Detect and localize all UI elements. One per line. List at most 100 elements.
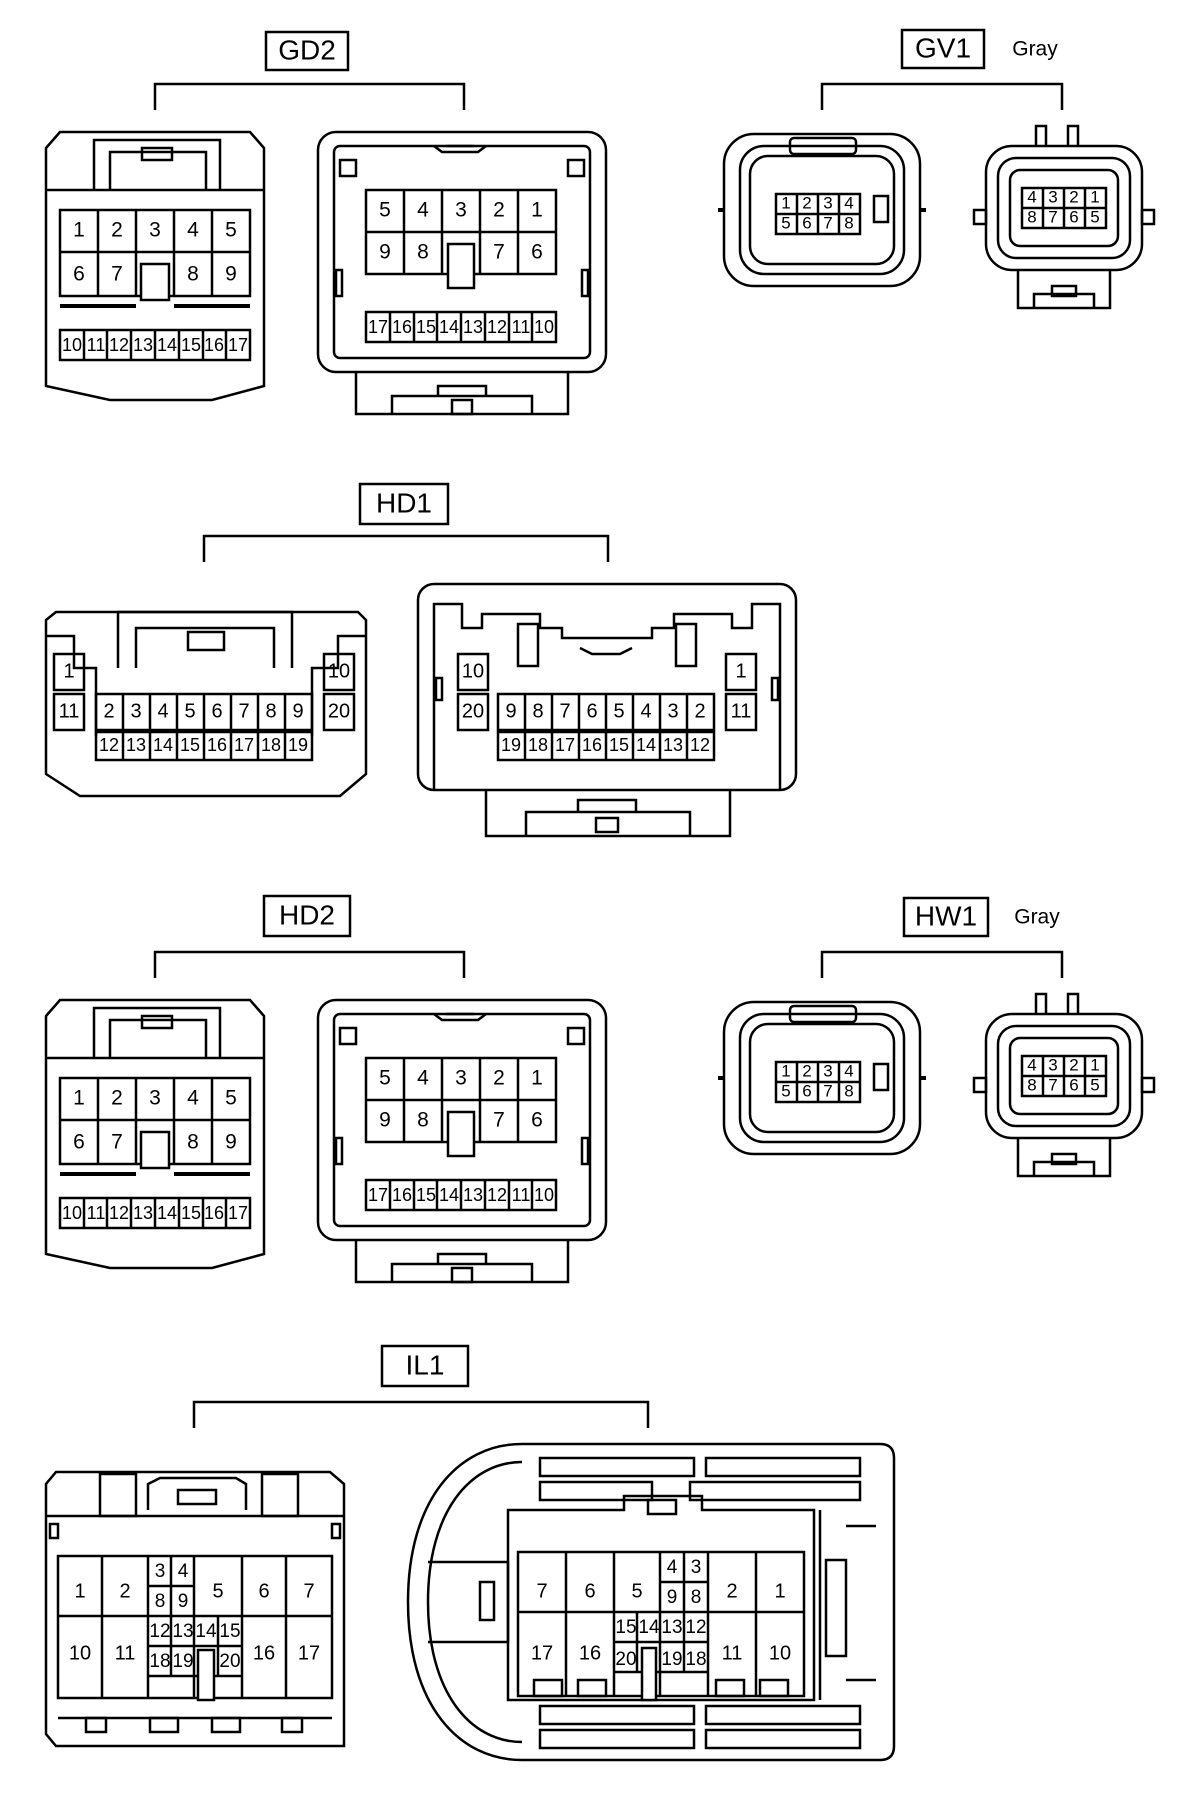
hd2-left-pin-label: 11 xyxy=(87,1203,106,1223)
gd2-right-pin-label: 6 xyxy=(531,241,543,264)
hd1-right-pin-label: 10 xyxy=(462,660,484,682)
hw1-left-pin-label: 8 xyxy=(844,1081,853,1100)
hd1-right-pin-label: 6 xyxy=(586,700,597,722)
hd1-title-box xyxy=(358,482,450,526)
gd2-right-pin-label: 13 xyxy=(463,317,483,337)
gv1-right-pin-label: 6 xyxy=(1069,207,1078,226)
gv1-left-pin-label: 7 xyxy=(823,213,832,232)
gd2-right-connector xyxy=(316,130,608,416)
gd2-right-pin-label: 7 xyxy=(493,241,505,264)
hd1-right-connector xyxy=(416,582,798,838)
hd1-left-pin-label: 10 xyxy=(328,660,350,682)
il1-right-pin-label: 10 xyxy=(769,1642,791,1664)
il1-right-pin-label: 14 xyxy=(638,1617,660,1638)
il1-left-pin-label: 12 xyxy=(149,1621,170,1642)
il1-right-pin-label: 3 xyxy=(691,1557,702,1578)
hd2-title: HD2 xyxy=(279,899,335,930)
hd2-right-pin-label: 12 xyxy=(487,1185,507,1205)
hd2-left-pin-label: 17 xyxy=(228,1203,248,1223)
gd2-left-pin-label: 7 xyxy=(111,263,123,286)
il1-left-pin-label: 1 xyxy=(74,1580,85,1602)
hd2-bracket xyxy=(153,950,466,978)
hd1-left-pin-label: 18 xyxy=(261,735,281,755)
hd1-right-pin-label: 14 xyxy=(636,735,656,755)
il1-left-pin-label: 7 xyxy=(303,1580,314,1602)
gd2-group xyxy=(44,30,608,416)
il1-right-pin-label: 15 xyxy=(615,1617,636,1638)
gv1-bracket xyxy=(820,82,1064,110)
gv1-right-pin-label: 2 xyxy=(1069,187,1078,206)
hw1-left-pin-label: 5 xyxy=(781,1081,790,1100)
gd2-right-pin-label: 8 xyxy=(417,241,429,264)
il1-right-pin-label: 18 xyxy=(685,1649,706,1670)
hd2-right-pin-label: 1 xyxy=(531,1067,543,1090)
gd2-title: GD2 xyxy=(278,34,336,65)
hd2-right-pin-label: 7 xyxy=(493,1109,505,1132)
hw1-left-pin-label: 7 xyxy=(823,1081,832,1100)
hw1-right-pin-label: 1 xyxy=(1090,1055,1099,1074)
hd1-left-pin-label: 7 xyxy=(238,700,249,722)
gd2-left-pin-label: 6 xyxy=(73,263,85,286)
gv1-title: GV1 xyxy=(915,32,971,63)
hd2-left-pin-label: 7 xyxy=(111,1131,123,1154)
hd1-left-pin-label: 17 xyxy=(234,735,254,755)
hd1-group xyxy=(44,482,798,838)
gv1-color-label: Gray xyxy=(1012,38,1058,61)
gd2-right-pin-label: 9 xyxy=(379,241,391,264)
hd1-right-pin-label: 17 xyxy=(555,735,575,755)
il1-left-pin-label: 9 xyxy=(178,1591,189,1612)
gd2-right-pin-label: 11 xyxy=(512,317,531,337)
hd2-left-pin-label: 12 xyxy=(109,1203,129,1223)
hd2-left-pin-label: 13 xyxy=(133,1203,153,1223)
gd2-right-pin-label: 12 xyxy=(487,317,507,337)
hd1-right-pin-label: 18 xyxy=(528,735,548,755)
hd1-right-pin-label: 7 xyxy=(559,700,570,722)
il1-left-pin-label: 17 xyxy=(298,1642,320,1664)
hd1-left-pin-label: 4 xyxy=(157,700,168,722)
hd1-right-pin-label: 1 xyxy=(735,660,746,682)
hd1-right-pin-label: 13 xyxy=(663,735,683,755)
il1-right-connector xyxy=(406,1442,896,1762)
hd2-group xyxy=(44,894,608,1284)
hd1-left-pin-label: 14 xyxy=(153,735,173,755)
il1-left-pin-label: 18 xyxy=(149,1651,170,1672)
gd2-right-pin-label: 1 xyxy=(531,199,543,222)
hw1-left-pin-label: 3 xyxy=(823,1061,832,1080)
hw1-bracket xyxy=(820,950,1064,978)
il1-group xyxy=(44,1344,896,1762)
il1-left-pin-label: 20 xyxy=(219,1651,240,1672)
il1-left-pin-label: 2 xyxy=(119,1580,130,1602)
il1-left-pin-label: 6 xyxy=(258,1580,269,1602)
gv1-left-pin-label: 1 xyxy=(781,193,790,212)
hd2-right-pin-label: 9 xyxy=(379,1109,391,1132)
hd2-right-pin-label: 13 xyxy=(463,1185,483,1205)
il1-right-pin-label: 6 xyxy=(584,1580,595,1602)
il1-left-pin-label: 5 xyxy=(212,1580,223,1602)
gv1-title-box xyxy=(900,28,986,70)
hd2-left-pin-label: 2 xyxy=(111,1087,123,1110)
hw1-left-pin-label: 4 xyxy=(844,1061,853,1080)
gd2-left-pin-label: 10 xyxy=(62,335,82,355)
gv1-right-pin-label: 5 xyxy=(1090,207,1099,226)
hd2-left-pin-label: 14 xyxy=(157,1203,177,1223)
hd2-right-connector xyxy=(316,998,608,1284)
il1-left-pin-label: 10 xyxy=(69,1642,91,1664)
il1-left-pin-label: 8 xyxy=(155,1591,166,1612)
gd2-right-pin-label: 3 xyxy=(455,199,467,222)
gd2-left-connector xyxy=(44,130,266,402)
hd1-left-pin-label: 8 xyxy=(265,700,276,722)
gv1-left-pin-label: 4 xyxy=(844,193,853,212)
hw1-title-box xyxy=(902,896,990,938)
hd1-left-pin-label: 6 xyxy=(211,700,222,722)
il1-right-pin-label: 20 xyxy=(615,1649,636,1670)
hd1-right-pin-label: 19 xyxy=(501,735,521,755)
hd1-left-pin-label: 11 xyxy=(59,700,80,722)
gv1-left-pin-label: 6 xyxy=(802,213,811,232)
gv1-left-pin-label: 8 xyxy=(844,213,853,232)
hd1-left-pin-label: 12 xyxy=(99,735,119,755)
hd2-left-pin-label: 10 xyxy=(62,1203,82,1223)
il1-right-pin-label: 9 xyxy=(667,1587,678,1608)
gd2-right-pin-label: 2 xyxy=(493,199,505,222)
il1-right-pin-label: 1 xyxy=(774,1580,785,1602)
hw1-right-pin-label: 6 xyxy=(1069,1075,1078,1094)
